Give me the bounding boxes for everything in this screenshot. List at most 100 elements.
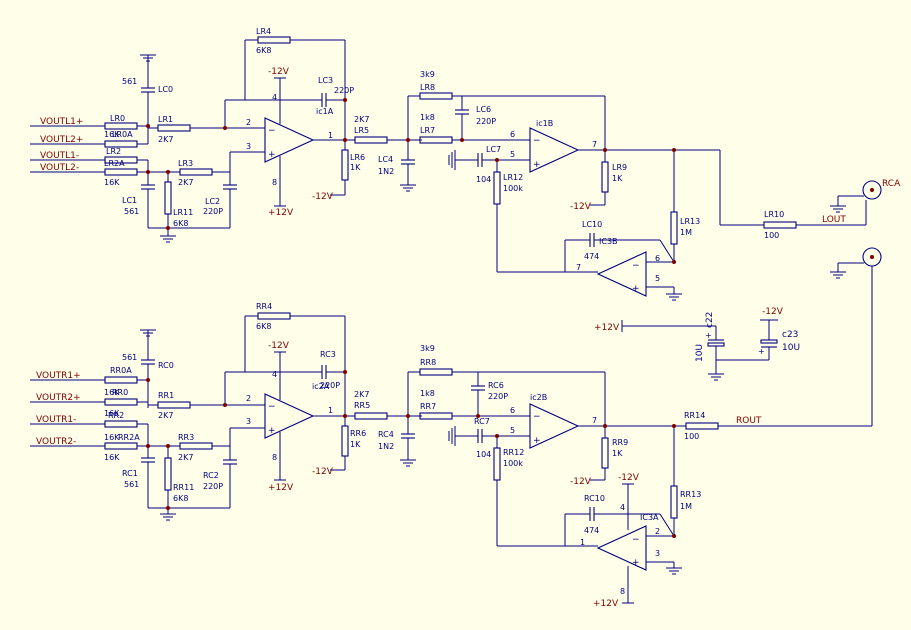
value-rr6: 1K [350, 440, 361, 449]
value-lc3: 220P [334, 86, 354, 95]
value-lr4: 6K8 [256, 46, 271, 55]
svg-text:4: 4 [620, 503, 625, 512]
label-lr10: LR10 [764, 210, 784, 219]
value-lr0: 16K [104, 130, 120, 139]
net-voutl2m: VOUTL2- [40, 163, 79, 173]
svg-text:−: − [632, 535, 640, 545]
net-rca: RCA [882, 179, 901, 189]
label-lr9: LR9 [612, 163, 627, 172]
label-rr12: RR12 [503, 448, 524, 457]
value-lc6: 220P [476, 117, 496, 126]
label-rr6: RR6 [350, 429, 366, 438]
resistor-rr11 [164, 457, 172, 491]
value-lr12: 100k [503, 184, 523, 193]
svg-text:+: + [533, 436, 541, 446]
value-rr1: 2K7 [158, 411, 173, 420]
value-lr1: 2K7 [158, 135, 173, 144]
label-c23: c23 [782, 330, 798, 340]
value-rr2: 16K [104, 433, 120, 442]
svg-text:1: 1 [580, 538, 585, 547]
net-voutr2p: VOUTR2+ [36, 393, 81, 403]
resistor-rr14 [685, 422, 719, 430]
net-voutr2m: VOUTR2- [36, 437, 76, 447]
svg-text:6: 6 [510, 406, 515, 415]
value-rc0: 561 [122, 353, 137, 362]
label-rc0: RC0 [158, 361, 174, 370]
opamp-ic3b [596, 251, 647, 297]
value-lc7: 104 [476, 175, 491, 184]
value-rc3: 220P [320, 381, 340, 390]
label-c22: c22 [705, 312, 715, 328]
svg-text:2: 2 [246, 394, 251, 403]
value-lc0: 561 [122, 77, 137, 86]
resistor-lr5 [354, 136, 388, 144]
svg-text:2: 2 [655, 527, 660, 536]
label-ic1a: ic1A [316, 107, 334, 116]
svg-text:7: 7 [592, 140, 597, 149]
label-rr2: RR2 [108, 411, 124, 420]
value-rr3: 2K7 [178, 453, 193, 462]
resistor-rr3 [179, 442, 213, 450]
value-c23: 10U [782, 343, 800, 353]
value-lr3: 2K7 [178, 178, 193, 187]
label-ic3a: IC3A [640, 513, 659, 522]
svg-text:7: 7 [592, 416, 597, 425]
label-lc4: LC4 [378, 155, 393, 164]
opamp-ic1b [529, 127, 580, 173]
svg-text:8: 8 [272, 178, 277, 187]
label-lc1: LC1 [122, 196, 137, 205]
value-lr13: 1M [680, 228, 692, 237]
label-lr13: LR13 [680, 217, 700, 226]
label-rr5: RR5 [354, 401, 370, 410]
label-rr4: RR4 [256, 302, 272, 311]
label-lc0: LC0 [158, 85, 173, 94]
svg-text:−: − [533, 136, 541, 146]
svg-text:+: + [632, 558, 640, 568]
label-lr11: LR11 [173, 208, 193, 217]
label-rc6: RC6 [488, 381, 504, 390]
value-lr2: 16K [104, 178, 120, 187]
capacitor-c22 [707, 342, 725, 347]
net-voutr1m: VOUTR1- [36, 415, 76, 425]
resistor-rr12 [493, 447, 501, 481]
rca-jack-left [862, 180, 882, 200]
resistor-rr5 [354, 412, 388, 420]
left-channel: VOUTL1+ VOUTL2+ VOUTL1- VOUTL2- LR0 LR0A… [30, 27, 901, 301]
value-lr11: 6K8 [173, 219, 188, 228]
svg-text:3: 3 [246, 142, 251, 151]
right-channel: VOUTR1+ VOUTR2+ VOUTR1- VOUTR2- RR0A 16K… [30, 247, 882, 609]
value-lc10: 474 [584, 252, 599, 261]
resistor-lr8 [419, 92, 453, 100]
label-lc10: LC10 [582, 220, 602, 229]
svg-text:+: + [268, 426, 276, 436]
value-rr9: 1K [612, 449, 623, 458]
resistor-lr4 [257, 36, 291, 44]
resistor-lr13 [670, 211, 678, 245]
svg-text:3: 3 [246, 417, 251, 426]
power-pos-ic1a: +12V [268, 208, 294, 218]
value-lc1: 561 [124, 207, 139, 216]
svg-text:8: 8 [620, 587, 625, 596]
net-voutr1p: VOUTR1+ [36, 371, 81, 381]
net-voutl1m: VOUTL1- [40, 151, 79, 161]
label-rc2: RC2 [203, 471, 219, 480]
resistor-rr4 [257, 312, 291, 320]
net-lout: LOUT [822, 215, 846, 225]
value-lr8: 3k9 [420, 70, 435, 79]
label-rr1: RR1 [158, 391, 174, 400]
value-c22: 10U [695, 344, 705, 362]
label-rc10: RC10 [584, 494, 605, 503]
value-rr14: 100 [684, 432, 699, 441]
resistor-lr10 [763, 221, 797, 229]
value-rc2: 220P [203, 482, 223, 491]
resistor-rr9 [601, 437, 609, 469]
net-voutl2p: VOUTL2+ [40, 135, 83, 145]
label-rc4: RC4 [378, 430, 394, 439]
svg-text:6: 6 [510, 130, 515, 139]
power-pos-ic3a: +12V [593, 599, 619, 609]
label-rr13: RR13 [680, 490, 701, 499]
resistor-rr7 [419, 412, 453, 420]
svg-text:−: − [533, 412, 541, 422]
value-rc1: 561 [124, 480, 139, 489]
svg-text:5: 5 [655, 274, 660, 283]
